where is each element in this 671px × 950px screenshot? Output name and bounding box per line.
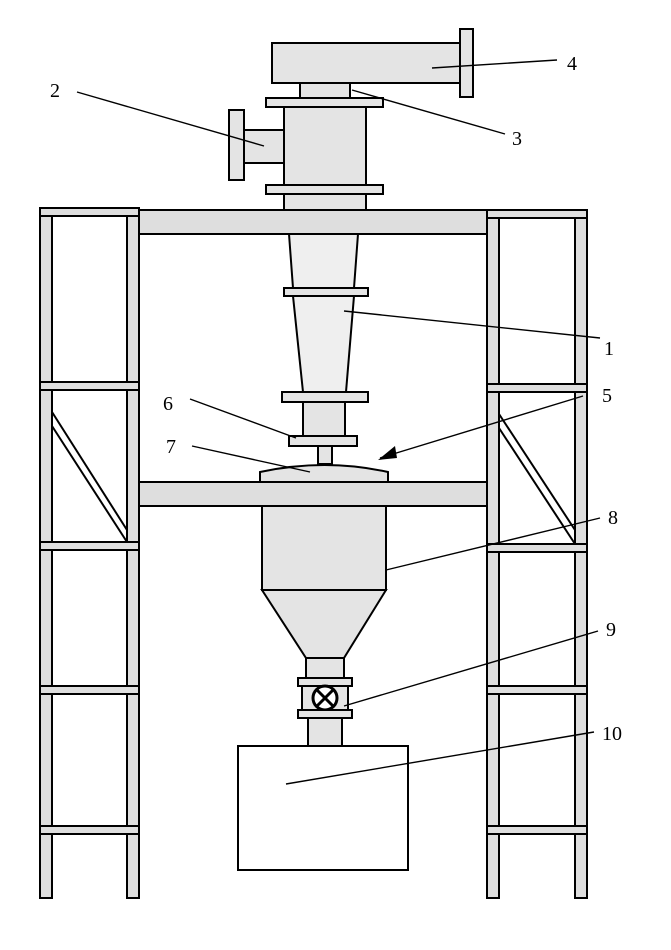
label-1: 1 (604, 338, 614, 360)
right-inner-post (486, 209, 500, 899)
label-5: 5 (602, 385, 612, 407)
left-rail-5 (39, 825, 140, 835)
right-rail-2 (486, 383, 588, 393)
leader-2 (76, 91, 265, 147)
left-rail-2 (39, 381, 140, 391)
cyclone-body (281, 233, 369, 465)
right-support-frame (486, 209, 588, 899)
housing-top-flange (265, 97, 384, 108)
outlet-flange (459, 28, 474, 98)
left-outer-post (39, 207, 53, 899)
left-support-frame (39, 207, 140, 899)
leader-3 (351, 89, 506, 135)
receiver-box (237, 745, 409, 871)
top-crossbeam (138, 209, 488, 235)
collector-vessel (260, 505, 388, 679)
inlet-flange (228, 109, 245, 181)
inlet-housing (228, 97, 384, 211)
collector-cylinder (261, 505, 387, 595)
right-brace-b (498, 427, 576, 545)
valve-outlet-pipe (307, 717, 343, 747)
outlet-pipe (271, 42, 461, 84)
leader-9 (343, 630, 599, 707)
housing-body (283, 106, 367, 186)
label-7: 7 (166, 436, 176, 458)
collector-hopper (260, 589, 388, 659)
arrowhead-5 (378, 446, 397, 460)
discharge-valve (297, 677, 353, 747)
leader-lines (76, 59, 601, 785)
label-8: 8 (608, 507, 618, 529)
left-rail-4 (39, 685, 140, 695)
outlet-pipe-assembly (271, 28, 474, 99)
leader-5 (379, 395, 584, 459)
right-rail-3 (486, 543, 588, 553)
cyclone-mid-flange (283, 287, 369, 297)
right-top-rail (486, 209, 588, 219)
leader-10 (285, 731, 595, 785)
hopper-outlet (305, 657, 345, 679)
collector-lid (259, 464, 389, 483)
cyclone-spigot (302, 401, 346, 437)
left-inner-post (126, 207, 140, 899)
label-6: 6 (163, 393, 173, 415)
callout-labels: 1 2 3 4 5 6 7 8 9 10 (50, 53, 622, 745)
leader-4 (431, 59, 558, 69)
left-top-rail (39, 207, 140, 217)
inlet-pipe (243, 129, 285, 164)
label-10: 10 (602, 723, 622, 745)
housing-bottom-flange (265, 184, 384, 195)
spigot-flange (288, 435, 358, 447)
housing-neck (283, 193, 367, 211)
middle-crossbeam (138, 481, 488, 507)
left-rail-3 (39, 541, 140, 551)
left-brace-b (51, 425, 128, 543)
leader-8 (385, 517, 601, 571)
left-brace-a (51, 411, 128, 531)
right-rail-4 (486, 685, 588, 695)
leader-6 (189, 398, 297, 439)
cyclone-upper-cone (287, 233, 360, 289)
label-9: 9 (606, 619, 616, 641)
label-2: 2 (50, 80, 60, 102)
valve-cross-b (314, 687, 336, 709)
label-4: 4 (567, 53, 577, 75)
discharge-tube (317, 445, 333, 465)
leader-7 (191, 445, 311, 473)
leader-1 (343, 310, 601, 339)
right-outer-post (574, 209, 588, 899)
right-rail-5 (486, 825, 588, 835)
outlet-neck (299, 82, 351, 99)
right-brace-a (498, 413, 576, 531)
cyclone-lower-flange (281, 391, 369, 403)
valve-bottom-flange (297, 709, 353, 719)
label-3: 3 (512, 128, 522, 150)
